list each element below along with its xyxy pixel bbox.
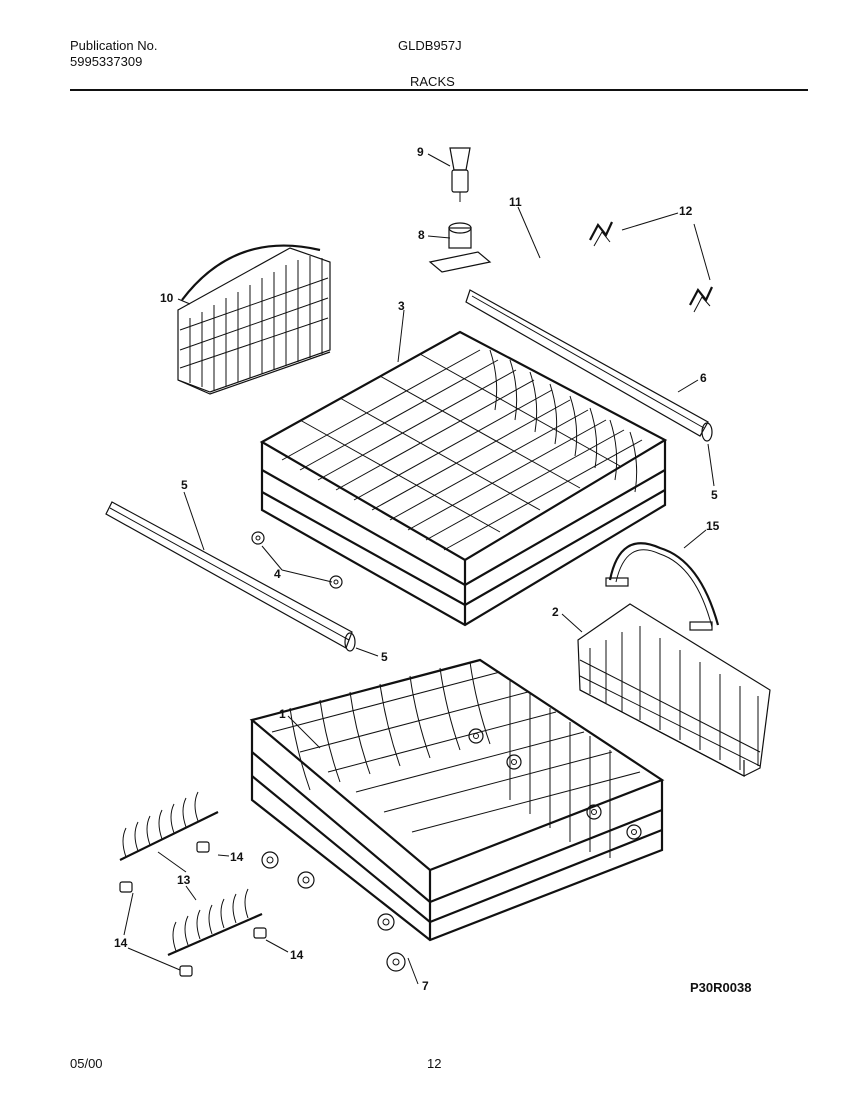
part-clip-a bbox=[589, 221, 613, 247]
part-pivot-clip-3 bbox=[253, 927, 267, 939]
model-number: GLDB957J bbox=[398, 38, 462, 53]
callout-7: 7 bbox=[422, 979, 429, 993]
part-basket-handle bbox=[605, 542, 720, 631]
callout-5-right: 5 bbox=[711, 488, 718, 502]
callout-14-upper: 14 bbox=[230, 850, 244, 864]
callout-14-lower: 14 bbox=[290, 948, 304, 962]
part-rack-roller-left bbox=[251, 531, 265, 545]
part-rail-end-cap-left bbox=[344, 632, 356, 652]
part-tube-mount bbox=[428, 222, 492, 273]
part-wheel-4 bbox=[386, 952, 406, 972]
callout-11: 11 bbox=[509, 195, 522, 209]
part-upper-rail-left bbox=[105, 501, 353, 649]
publication-label: Publication No. bbox=[70, 38, 158, 53]
part-wheel-7 bbox=[626, 824, 642, 840]
callout-12: 12 bbox=[679, 204, 693, 218]
callout-8: 8 bbox=[418, 228, 425, 242]
part-wheel-1 bbox=[261, 851, 279, 869]
callout-6: 6 bbox=[700, 371, 707, 385]
part-tine-row-upper bbox=[119, 791, 219, 861]
part-wheel-2 bbox=[297, 871, 315, 889]
header-rule bbox=[70, 89, 808, 91]
callout-5-left: 5 bbox=[181, 478, 188, 492]
part-upper-rack bbox=[259, 330, 668, 627]
callout-15: 15 bbox=[706, 519, 720, 533]
publication-number: 5995337309 bbox=[70, 54, 143, 69]
callout-3: 3 bbox=[398, 299, 405, 313]
footer-page-number: 12 bbox=[427, 1056, 442, 1071]
part-pivot-clip-2 bbox=[119, 881, 133, 893]
part-wheel-6 bbox=[586, 804, 602, 820]
callout-5-lower: 5 bbox=[381, 650, 388, 664]
footer-date: 05/00 bbox=[70, 1056, 103, 1071]
part-lower-rack bbox=[249, 658, 665, 942]
section-title: RACKS bbox=[410, 74, 455, 89]
part-rail-end-cap-right bbox=[701, 422, 713, 442]
part-clip-b bbox=[689, 286, 713, 313]
part-upper-rail-right bbox=[465, 289, 709, 437]
part-small-basket bbox=[177, 244, 331, 395]
callout-2: 2 bbox=[552, 605, 559, 619]
part-nozzle bbox=[449, 147, 471, 202]
leader-lines bbox=[123, 153, 715, 985]
part-pivot-clip-4 bbox=[179, 965, 193, 977]
part-wheel-8 bbox=[468, 728, 484, 744]
callout-14-left: 14 bbox=[114, 936, 128, 950]
callout-10: 10 bbox=[160, 291, 174, 305]
part-wheel-3 bbox=[377, 913, 395, 931]
part-silverware-basket bbox=[577, 603, 771, 777]
part-pivot-clip-1 bbox=[196, 841, 210, 853]
drawing-code: P30R0038 bbox=[690, 980, 752, 995]
callout-4: 4 bbox=[274, 567, 281, 581]
callout-1: 1 bbox=[279, 707, 286, 721]
part-tine-row-lower bbox=[167, 888, 263, 957]
part-wheel-5 bbox=[506, 754, 522, 770]
callout-13: 13 bbox=[177, 873, 191, 887]
callout-9: 9 bbox=[417, 145, 424, 159]
